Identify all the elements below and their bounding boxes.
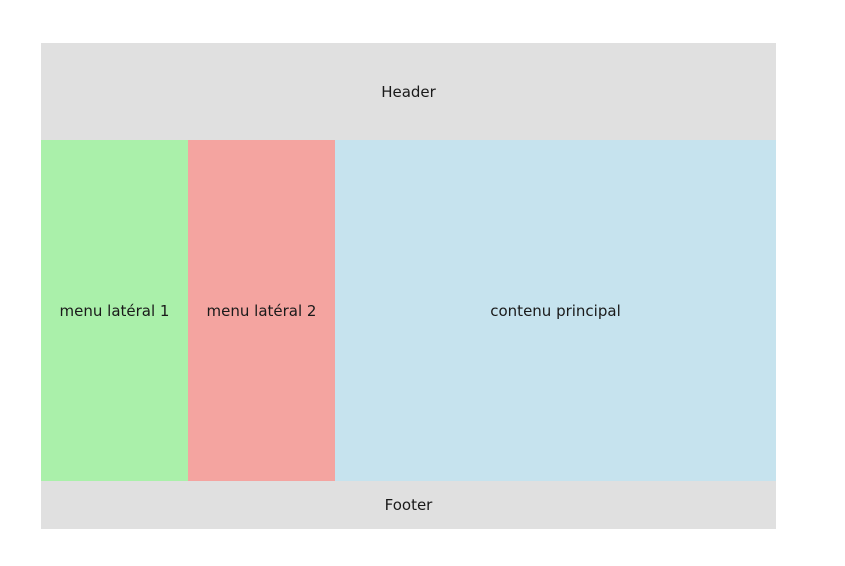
layout-demo-page: Header menu latéral 1 menu latéral 2 con… bbox=[41, 43, 776, 529]
header-label: Header bbox=[381, 82, 436, 101]
footer: Footer bbox=[41, 481, 776, 529]
footer-label: Footer bbox=[384, 496, 433, 514]
sidebar-menu-1-label: menu latéral 1 bbox=[59, 301, 170, 320]
sidebar-menu-2: menu latéral 2 bbox=[188, 140, 335, 481]
columns-row: menu latéral 1 menu latéral 2 contenu pr… bbox=[41, 140, 776, 481]
sidebar-menu-1: menu latéral 1 bbox=[41, 140, 188, 481]
header: Header bbox=[41, 43, 776, 140]
main-content: contenu principal bbox=[335, 140, 776, 481]
sidebar-menu-2-label: menu latéral 2 bbox=[206, 301, 317, 320]
main-content-label: contenu principal bbox=[490, 301, 621, 320]
